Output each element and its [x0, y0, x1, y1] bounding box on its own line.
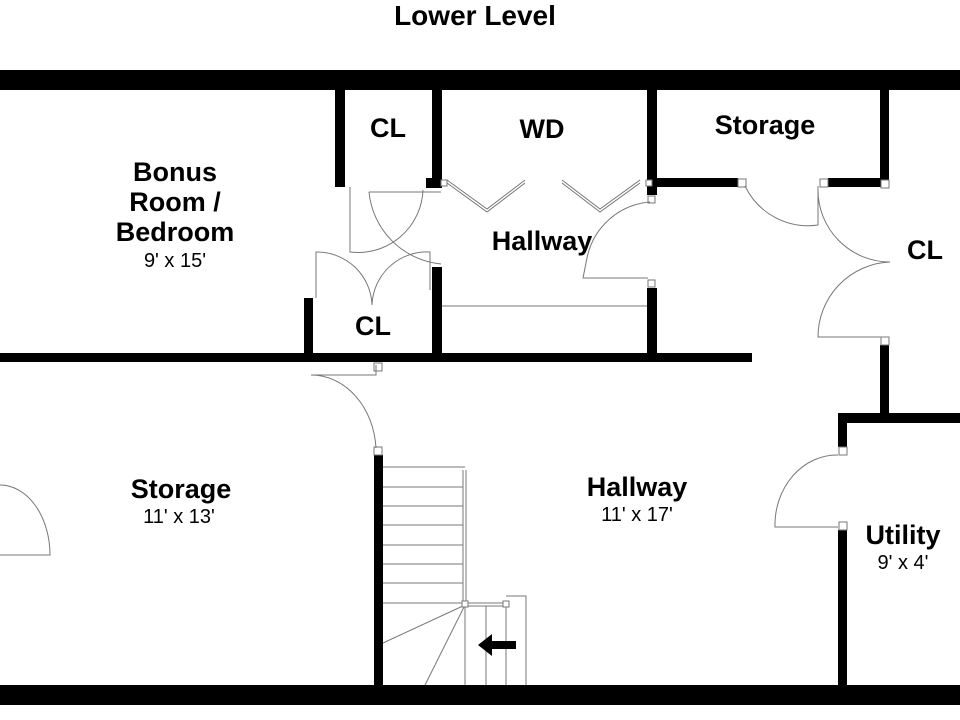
- room-label-cl-right: CL: [907, 235, 943, 265]
- wall: [838, 413, 847, 447]
- room-dims-bonus: 9' x 15': [143, 250, 207, 272]
- door-jamb: [838, 521, 848, 531]
- wall: [304, 298, 313, 353]
- arrow-left-icon: [478, 634, 516, 656]
- wall: [647, 90, 657, 195]
- room-label-hallway: Hallway: [586, 472, 688, 502]
- staircase: [382, 466, 527, 686]
- door-jamb: [373, 362, 383, 372]
- wall: [432, 267, 442, 353]
- room-dims-storage: 11' x 13': [143, 506, 215, 528]
- wall: [828, 178, 880, 187]
- door-jamb: [819, 178, 829, 188]
- door-jamb: [838, 446, 848, 456]
- room-label-cl-bottom: CL: [355, 311, 391, 341]
- wall: [647, 288, 657, 353]
- room-dims-hallway: 11' x 17': [601, 504, 673, 526]
- wall: [838, 413, 960, 423]
- door-swing: [310, 365, 377, 449]
- room-label-hallway-upper: Hallway: [491, 226, 593, 256]
- door-swing: [817, 189, 891, 338]
- door-jamb: [440, 179, 448, 187]
- door-jamb: [880, 336, 890, 346]
- room-label-cl-top: CL: [370, 113, 406, 143]
- door-swing: [582, 201, 651, 279]
- door-swing: [315, 251, 431, 306]
- wall: [880, 345, 889, 415]
- room-label-storage-top: Storage: [714, 110, 816, 140]
- door-swing: [349, 187, 424, 253]
- wall: [880, 90, 889, 187]
- room-name-line: Bonus: [132, 157, 217, 187]
- door-jamb: [373, 446, 383, 456]
- wall: [432, 90, 442, 188]
- room-label-utility: Utility: [865, 520, 941, 550]
- wall: [838, 530, 847, 685]
- door-swing: [0, 484, 51, 556]
- bifold-door: [561, 179, 641, 213]
- door-jamb: [737, 178, 747, 188]
- room-name-line: Bedroom: [115, 217, 235, 247]
- wall: [374, 455, 383, 685]
- wall-middle: [0, 353, 752, 362]
- wall-bottom: [0, 685, 960, 705]
- door-swing: [368, 191, 442, 265]
- door-swing: [744, 185, 819, 227]
- wall-top: [0, 70, 960, 90]
- door-jamb: [880, 179, 890, 189]
- door-jamb: [647, 279, 656, 288]
- door-jamb: [645, 179, 653, 187]
- room-dims-utility: 9' x 4': [877, 552, 929, 574]
- floor-title: Lower Level: [394, 0, 556, 31]
- room-name-line: Room /: [129, 187, 221, 217]
- bifold-door: [446, 179, 526, 213]
- wall: [426, 178, 442, 188]
- wall: [656, 178, 738, 187]
- door-swing: [774, 454, 839, 528]
- wall: [335, 90, 345, 187]
- door-jamb: [647, 195, 656, 204]
- room-label-bonus: Bonus Room / Bedroom: [116, 159, 235, 246]
- room-label-storage: Storage: [130, 474, 232, 504]
- room-label-wd: WD: [519, 114, 565, 144]
